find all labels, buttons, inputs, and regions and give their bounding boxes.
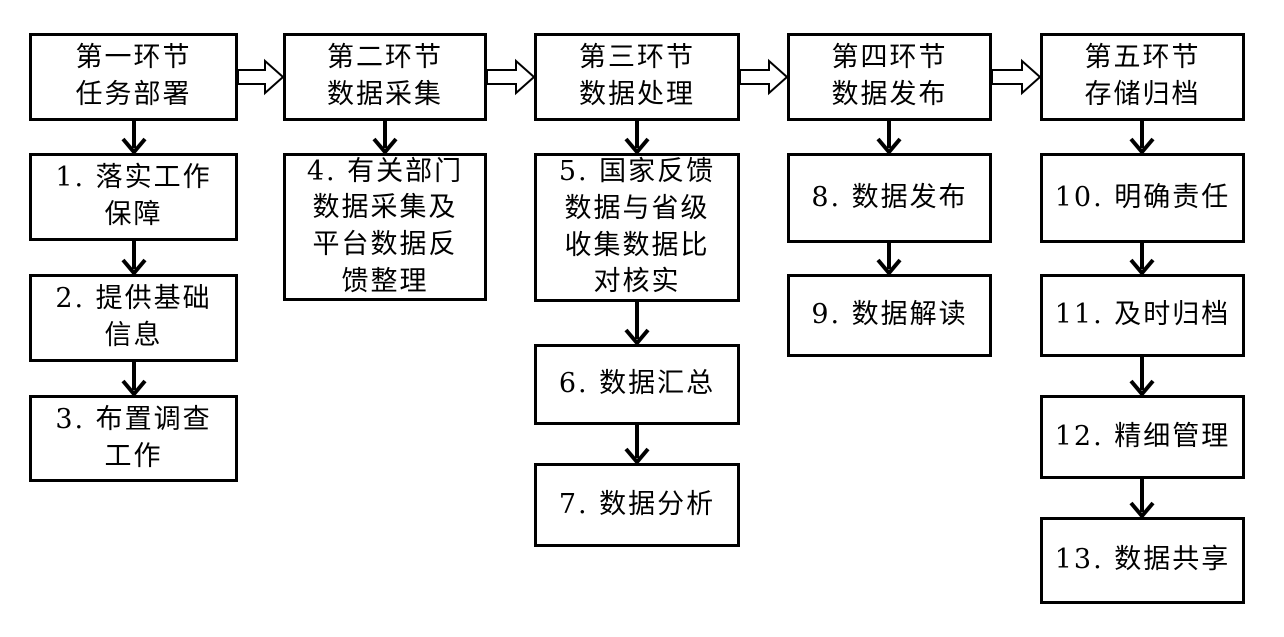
step-7-box: 7. 数据分析 — [534, 463, 740, 547]
stage-2-box: 第二环节 数据采集 — [283, 33, 487, 121]
arrow-stage5-to-step10 — [1129, 121, 1155, 156]
step-6-box: 6. 数据汇总 — [534, 344, 740, 425]
stage-3-box: 第三环节 数据处理 — [534, 33, 740, 121]
arrow-step6-to-step7 — [624, 425, 650, 466]
stage-5-box: 第五环节 存储归档 — [1040, 33, 1245, 121]
arrow-step5-to-step6 — [624, 302, 650, 347]
step-12-box: 12. 精细管理 — [1040, 395, 1245, 479]
stage-2-to-3-arrow — [486, 58, 536, 96]
arrow-step1-to-step2 — [121, 241, 147, 277]
stage-4-box: 第四环节 数据发布 — [787, 33, 992, 121]
stage-1-to-2-arrow — [237, 58, 285, 96]
step-10-box: 10. 明确责任 — [1040, 153, 1245, 243]
arrow-step2-to-step3 — [121, 362, 147, 398]
step-9-box: 9. 数据解读 — [787, 274, 992, 357]
step-2-box: 2. 提供基础 信息 — [29, 274, 238, 362]
stage-4-to-5-arrow — [991, 58, 1042, 96]
arrow-stage2-to-step4 — [372, 121, 398, 156]
arrow-step12-to-step13 — [1129, 479, 1155, 520]
step-1-box: 1. 落实工作 保障 — [29, 153, 238, 241]
arrow-step10-to-step11 — [1129, 243, 1155, 277]
arrow-step11-to-step12 — [1129, 357, 1155, 398]
step-13-box: 13. 数据共享 — [1040, 517, 1245, 604]
arrow-step8-to-step9 — [876, 243, 902, 277]
arrow-stage1-to-step1 — [121, 121, 147, 156]
step-8-box: 8. 数据发布 — [787, 153, 992, 243]
step-11-box: 11. 及时归档 — [1040, 274, 1245, 357]
arrow-stage4-to-step8 — [876, 121, 902, 156]
step-3-box: 3. 布置调查 工作 — [29, 395, 238, 482]
arrow-stage3-to-step5 — [624, 121, 650, 156]
stage-1-box: 第一环节 任务部署 — [29, 33, 238, 121]
stage-3-to-4-arrow — [739, 58, 789, 96]
step-4-box: 4. 有关部门 数据采集及 平台数据反 馈整理 — [283, 153, 487, 301]
step-5-box: 5. 国家反馈 数据与省级 收集数据比 对核实 — [534, 153, 740, 302]
